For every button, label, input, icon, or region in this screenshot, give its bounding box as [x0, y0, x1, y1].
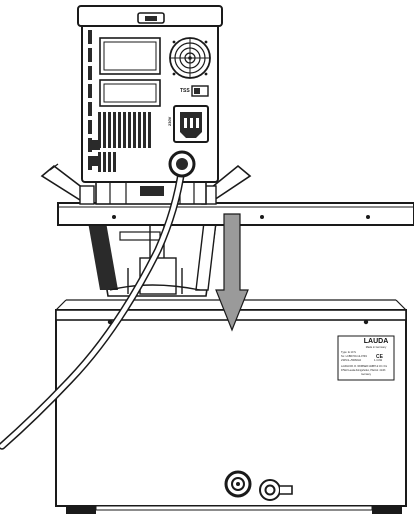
rating-line: 1.4 kW — [374, 358, 383, 362]
fan-icon — [169, 37, 211, 79]
drain-tap — [259, 479, 293, 501]
bridge-screw — [260, 215, 264, 219]
made-in-text: Made in Germany — [366, 345, 387, 349]
brand-logo: LAUDA — [364, 338, 389, 345]
maker-line: LAUDA DR. R. WOBSER GMBH & CO. KG — [341, 365, 387, 368]
nameplate: LAUDA Made in Germany Type: E 10 S SL: L… — [337, 335, 395, 381]
power-cable — [0, 150, 196, 450]
voltage-label: 230V — [167, 116, 172, 126]
serial-line: SL: LCB0720-12-0749 — [341, 354, 367, 358]
lower-grille — [98, 112, 151, 148]
drain-nozzle — [224, 470, 252, 498]
ce-mark: CE — [376, 354, 384, 360]
tank-foot — [372, 506, 402, 514]
bridge-screw — [366, 215, 370, 219]
power-line: 230V/1~/50/60Hz — [341, 358, 362, 362]
clamp-left — [40, 163, 95, 205]
tank-screw — [363, 319, 369, 325]
country-line: Germany — [361, 373, 372, 376]
power-inlet: 230V — [167, 105, 209, 143]
tss-switch: TSS — [180, 85, 209, 97]
address-line: 97922 Lauda-Königshofen, Pfarrstr. 41/43 — [341, 369, 386, 372]
tank-foot — [66, 506, 96, 514]
ventilation-slots — [88, 30, 92, 170]
type-line: Type: E 10 S — [341, 350, 356, 354]
thermostat-head: TSS 230V — [77, 5, 223, 205]
mount-direction-arrow — [215, 213, 249, 332]
tss-label: TSS — [180, 88, 190, 94]
bridge-screw — [112, 215, 116, 219]
interface-cover-top — [99, 37, 161, 75]
